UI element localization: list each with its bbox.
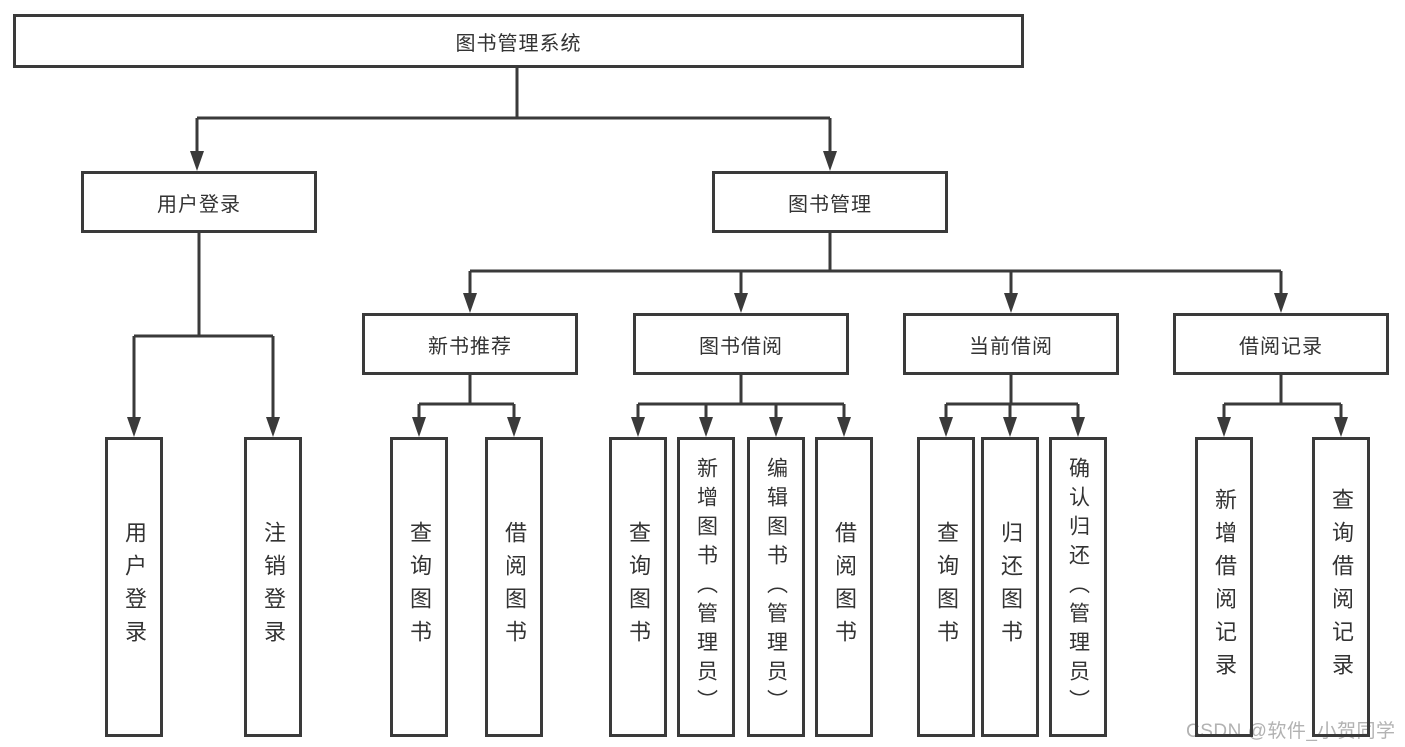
- leaf-borrow-book-rec: 借阅图书: [485, 437, 543, 737]
- watermark: CSDN @软件_小贺同学: [1186, 721, 1396, 742]
- leaf-query-borrow-record-label: 查询借阅记录: [1329, 488, 1354, 686]
- node-book-borrow-label: 图书借阅: [699, 335, 783, 358]
- leaf-return-book: 归还图书: [981, 437, 1039, 737]
- arrowhead: [507, 417, 521, 437]
- node-root: 图书管理系统: [13, 14, 1024, 68]
- leaf-confirm-return-admin: 确认归还（管理员）: [1049, 437, 1107, 737]
- arrowhead: [463, 293, 477, 313]
- node-user-login: 用户登录: [81, 171, 317, 233]
- node-current-borrow: 当前借阅: [903, 313, 1119, 375]
- leaf-query-book-rec-label: 查询图书: [407, 521, 432, 653]
- arrowhead: [1003, 417, 1017, 437]
- node-new-book-rec-label: 新书推荐: [428, 335, 512, 358]
- arrowhead: [1071, 417, 1085, 437]
- arrowhead: [1004, 293, 1018, 313]
- leaf-logout-label: 注销登录: [261, 521, 286, 653]
- leaf-query-book-borrow: 查询图书: [609, 437, 667, 737]
- connector-book-borrow: [636, 375, 846, 421]
- leaf-borrow-book-borrow: 借阅图书: [815, 437, 873, 737]
- leaf-query-book-current: 查询图书: [917, 437, 975, 737]
- arrowhead: [1274, 293, 1288, 313]
- leaf-add-book-admin: 新增图书（管理员）: [677, 437, 735, 737]
- node-current-borrow-label: 当前借阅: [969, 335, 1053, 358]
- arrowhead: [769, 417, 783, 437]
- leaf-borrow-book-rec-label: 借阅图书: [502, 521, 527, 653]
- arrowhead: [939, 417, 953, 437]
- leaf-add-book-admin-label: 新增图书（管理员）: [694, 456, 718, 718]
- leaf-edit-book-admin: 编辑图书（管理员）: [747, 437, 805, 737]
- connector-new-book-rec: [417, 375, 516, 421]
- node-root-label: 图书管理系统: [455, 32, 582, 55]
- arrowhead: [837, 417, 851, 437]
- connector-current-borrow: [944, 375, 1080, 421]
- leaf-borrow-book-borrow-label: 借阅图书: [832, 521, 857, 653]
- arrowhead: [190, 151, 204, 171]
- arrowhead: [631, 417, 645, 437]
- leaf-query-book-current-label: 查询图书: [934, 521, 959, 653]
- connector-book-mgmt: [468, 233, 1283, 297]
- arrowhead: [734, 293, 748, 313]
- node-new-book-rec: 新书推荐: [362, 313, 578, 375]
- arrowhead: [823, 151, 837, 171]
- leaf-query-borrow-record: 查询借阅记录: [1312, 437, 1370, 737]
- arrowhead: [699, 417, 713, 437]
- arrowheads: [127, 151, 1348, 437]
- node-book-mgmt: 图书管理: [712, 171, 948, 233]
- connector-borrow-records: [1222, 375, 1343, 421]
- node-borrow-records-label: 借阅记录: [1239, 335, 1323, 358]
- leaf-confirm-return-admin-label: 确认归还（管理员）: [1066, 456, 1090, 718]
- leaf-user-login-label: 用户登录: [122, 521, 147, 653]
- node-book-mgmt-label: 图书管理: [788, 193, 872, 216]
- leaf-user-login: 用户登录: [105, 437, 163, 737]
- arrowhead: [1334, 417, 1348, 437]
- leaf-query-book-rec: 查询图书: [390, 437, 448, 737]
- leaf-query-book-borrow-label: 查询图书: [626, 521, 651, 653]
- leaf-add-borrow-record-label: 新增借阅记录: [1212, 488, 1237, 686]
- node-book-borrow: 图书借阅: [633, 313, 849, 375]
- leaf-edit-book-admin-label: 编辑图书（管理员）: [764, 456, 788, 718]
- arrowhead: [1217, 417, 1231, 437]
- arrowhead: [412, 417, 426, 437]
- leaf-return-book-label: 归还图书: [998, 521, 1023, 653]
- arrowhead: [127, 417, 141, 437]
- leaf-logout: 注销登录: [244, 437, 302, 737]
- connector-user-login: [132, 233, 275, 421]
- connector-root: [195, 68, 832, 155]
- node-borrow-records: 借阅记录: [1173, 313, 1389, 375]
- node-user-login-label: 用户登录: [157, 193, 241, 216]
- arrowhead: [266, 417, 280, 437]
- leaf-add-borrow-record: 新增借阅记录: [1195, 437, 1253, 737]
